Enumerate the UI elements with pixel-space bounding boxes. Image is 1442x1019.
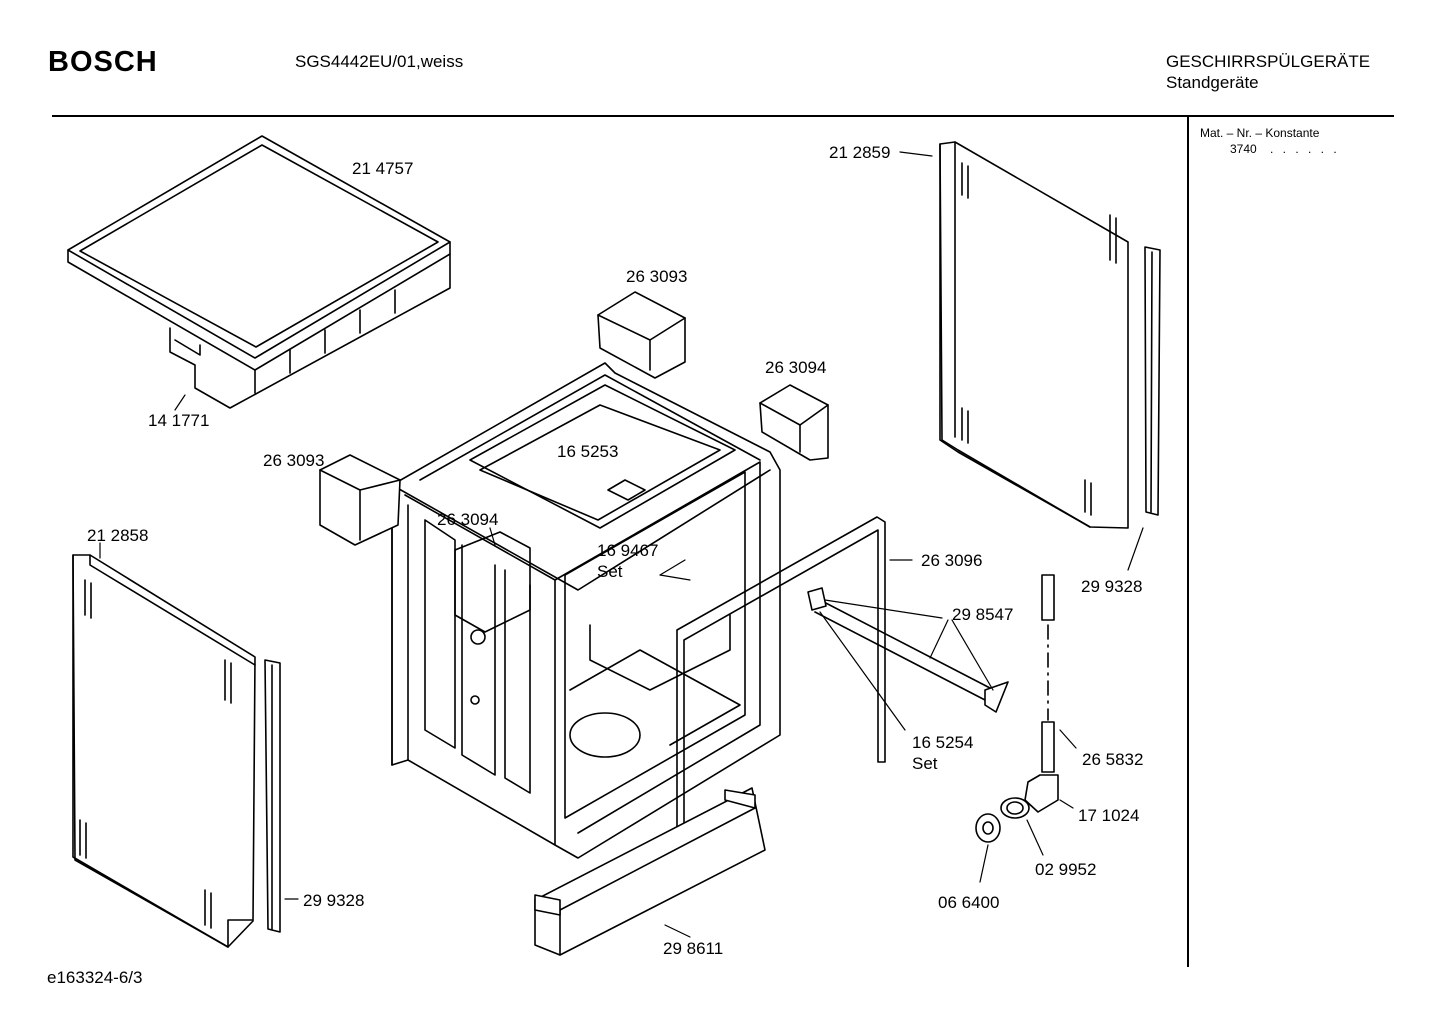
part-label-strip-left: 29 9328 bbox=[303, 891, 364, 910]
hose-fittings-drawing bbox=[975, 574, 1059, 843]
part-label-bracket-left: 26 3093 bbox=[263, 451, 324, 470]
material-heading: Mat. – Nr. – Konstante bbox=[1200, 126, 1320, 140]
drawing-code: e163324-6/3 bbox=[47, 968, 143, 987]
side-panel-left-drawing bbox=[72, 554, 281, 948]
category-title: GESCHIRRSPÜLGERÄTE bbox=[1166, 52, 1371, 71]
part-label-door-seal: 26 3096 bbox=[921, 551, 982, 570]
part-label-top-cover-bracket: 14 1771 bbox=[148, 411, 209, 430]
material-value: 3740 bbox=[1230, 142, 1257, 156]
model-number: SGS4442EU/01,weiss bbox=[295, 52, 464, 71]
bracket-parts-drawing bbox=[319, 291, 829, 546]
material-dots: . . . . . . bbox=[1270, 142, 1340, 156]
part-label-plinth: 29 8611 bbox=[663, 939, 723, 958]
sidebar-divider bbox=[1187, 117, 1189, 967]
part-label-seal-set-text: Set bbox=[597, 562, 623, 581]
top-cover-drawing bbox=[67, 135, 451, 409]
part-label-rail-set: 16 5254 bbox=[912, 733, 973, 752]
part-label-rail-end: 29 8547 bbox=[952, 605, 1013, 624]
part-label-tub-clip: 16 5253 bbox=[557, 442, 618, 461]
side-panel-right-drawing bbox=[939, 141, 1161, 529]
part-label-side-panel-right: 21 2859 bbox=[829, 143, 890, 162]
part-label-washer: 06 6400 bbox=[938, 893, 999, 912]
leader-lines bbox=[99, 151, 1144, 938]
part-label-hose: 26 5832 bbox=[1082, 750, 1143, 769]
part-label-strip-right: 29 9328 bbox=[1081, 577, 1142, 596]
part-label-rail-set-text: Set bbox=[912, 754, 938, 773]
part-label-side-panel-left: 21 2858 bbox=[87, 526, 148, 545]
rail-drawing bbox=[807, 587, 1009, 713]
category-subtitle: Standgeräte bbox=[1166, 73, 1259, 92]
header-divider bbox=[52, 115, 1394, 117]
plinth-drawing bbox=[534, 787, 766, 956]
part-label-nut: 02 9952 bbox=[1035, 860, 1096, 879]
part-label-bracket-rear-right: 26 3094 bbox=[765, 358, 826, 377]
part-label-bracket-rear: 26 3093 bbox=[626, 267, 687, 286]
part-label-elbow: 17 1024 bbox=[1078, 806, 1139, 825]
part-label-bracket-inner: 26 3094 bbox=[437, 510, 498, 529]
tub-drawing bbox=[391, 362, 781, 859]
brand-logo: BOSCH bbox=[48, 46, 158, 78]
part-label-seal-set: 16 9467 bbox=[597, 541, 658, 560]
part-label-top-cover: 21 4757 bbox=[352, 159, 413, 178]
